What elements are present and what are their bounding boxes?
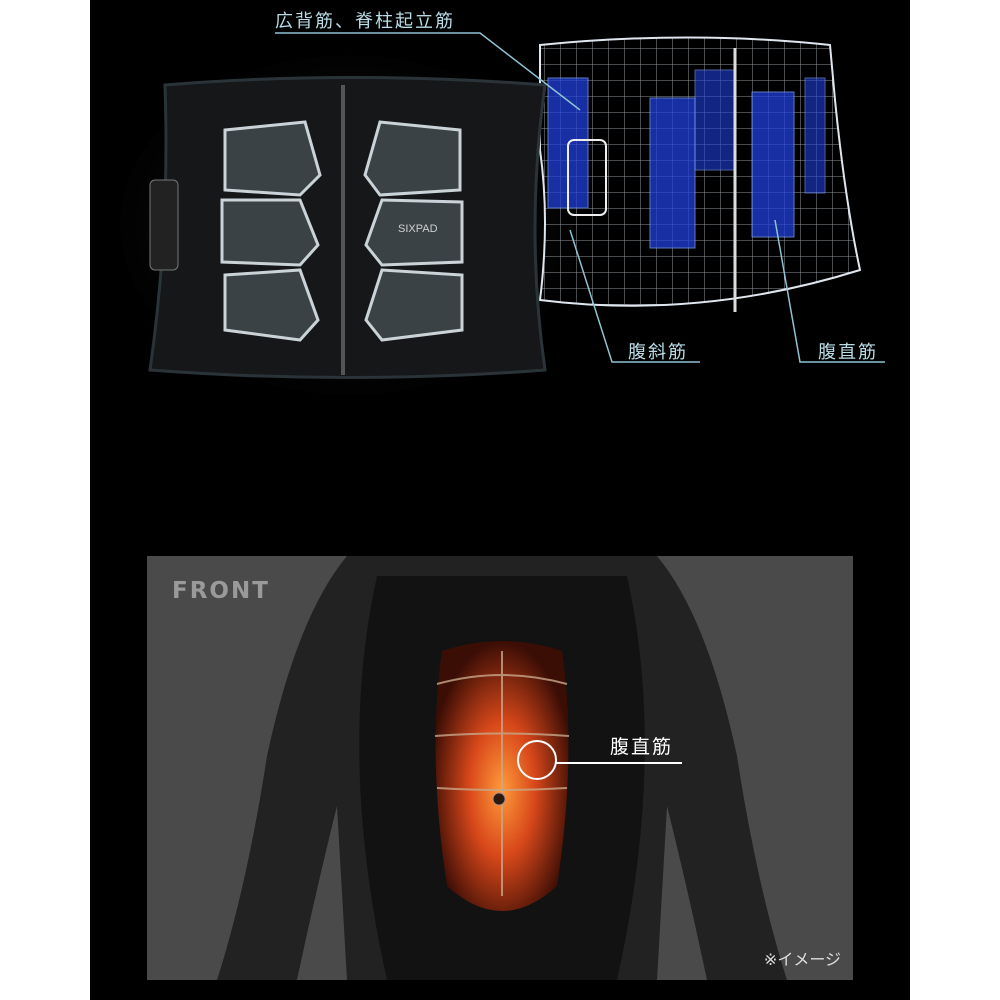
pad-back-right <box>804 77 826 194</box>
disclaimer: ※イメージ <box>763 950 841 969</box>
pad-back-center <box>694 69 736 171</box>
view-label: FRONT <box>172 578 270 604</box>
label-rectus-top: 腹直筋 <box>818 342 878 363</box>
gel-pad <box>364 268 464 342</box>
sixpad-belt: SIXPAD <box>148 76 547 379</box>
gel-pad <box>363 120 462 197</box>
label-back-muscles: 広背筋、脊柱起立筋 <box>275 11 455 32</box>
gel-pad <box>223 268 320 342</box>
highlight-circle <box>517 740 557 780</box>
gel-pad <box>220 198 320 267</box>
torso-illustration <box>217 556 787 980</box>
gel-pad <box>223 120 322 197</box>
gel-pad <box>364 198 464 267</box>
sixpad-logo: SIXPAD <box>398 223 438 235</box>
label-oblique: 腹斜筋 <box>628 342 688 363</box>
leader-lines <box>275 32 885 363</box>
belt-illustration: SIXPAD <box>120 32 885 395</box>
wireframe-belt <box>538 36 862 312</box>
controller-outline <box>567 139 607 216</box>
navel <box>492 792 506 806</box>
controller <box>149 179 179 271</box>
label-rectus-bottom: 腹直筋 <box>610 736 674 758</box>
pad-center-right <box>751 91 795 238</box>
anatomy-panel: FRONT 腹直筋 ※イメージ <box>147 556 853 980</box>
pad-center-left <box>649 97 696 249</box>
